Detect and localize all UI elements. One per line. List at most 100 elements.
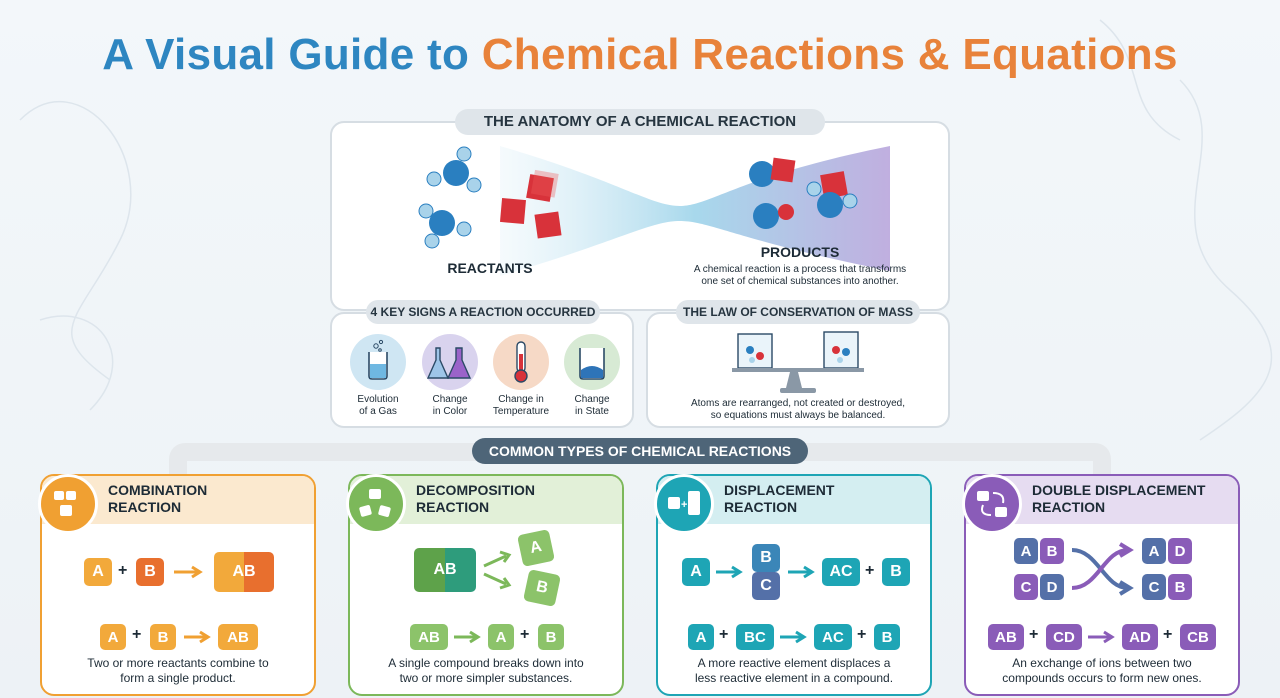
types-header: COMMON TYPES OF CHEMICAL REACTIONS: [472, 438, 808, 464]
combination-ab-box: AB: [214, 552, 274, 592]
dd-a-box: A: [1014, 538, 1038, 564]
double-displacement-icon: [962, 474, 1022, 534]
sign-gas-line2: of a Gas: [359, 406, 397, 417]
displacement-a-box: A: [682, 558, 710, 586]
decomposition-b-box: B: [523, 569, 561, 607]
bubbling-beaker-icon: [368, 339, 388, 380]
combination-arrow: [174, 565, 203, 579]
displacement-eq2-bc: BC: [736, 624, 774, 650]
decomposition-eq2-plus: +: [520, 626, 530, 643]
combination-eq2-plus: +: [132, 626, 142, 643]
products-label: PRODUCTS: [760, 244, 840, 260]
balance-scale-icon: [732, 331, 864, 393]
sign-color-circle: [422, 334, 478, 390]
displacement-eq2-plus: +: [719, 626, 729, 643]
dd-eq2-ad: AD: [1122, 624, 1158, 650]
sign-state-line1: Change: [574, 394, 610, 405]
dd-eq2-plus: +: [1029, 626, 1039, 643]
product-molecules: [749, 157, 858, 229]
displacement-b-box: B: [752, 544, 780, 572]
conservation-line1: Atoms are rearranged, not created or des…: [690, 398, 905, 409]
sign-temperature-line1: Change in: [498, 394, 544, 405]
displacement-desc-line2: less reactive element in a compound.: [694, 671, 894, 685]
sign-temperature-line2: Temperature: [492, 406, 550, 417]
displacement-ac-box: AC: [822, 558, 860, 586]
decomposition-a-box: A: [517, 529, 555, 567]
signs-header: 4 KEY SIGNS A REACTION OCCURRED: [366, 300, 600, 324]
dd-c-box: C: [1014, 574, 1038, 600]
dd-desc-line1: An exchange of ions between two: [1012, 656, 1192, 670]
displacement-eq2-a: A: [688, 624, 714, 650]
reaction-definition-line2: one set of chemical substances into anot…: [701, 276, 899, 287]
decomposition-desc-line2: two or more simpler substances.: [399, 671, 573, 685]
thermometer-icon: [514, 341, 528, 383]
sign-color-line1: Change: [432, 394, 468, 405]
combination-eq2-a: A: [100, 624, 126, 650]
decomposition-title-line1: DECOMPOSITION: [416, 482, 536, 498]
dd-eq2-arrow: [1088, 630, 1115, 644]
decomposition-arrows: [483, 550, 512, 590]
reactants-label: REACTANTS: [447, 260, 533, 276]
combination-b-box: B: [136, 558, 164, 586]
sign-state-line2: in State: [575, 406, 609, 417]
displacement-c-box: C: [752, 572, 780, 600]
decomposition-eq2-b: B: [538, 624, 564, 650]
dd-b-box: B: [1040, 538, 1064, 564]
dd-desc-line2: compounds occurs to form new ones.: [1002, 671, 1202, 685]
sign-gas-line1: Evolution: [357, 394, 399, 405]
decomposition-ab-box: AB: [414, 548, 476, 592]
double-displacement-title-line2: REACTION: [1032, 499, 1106, 515]
reaction-flow-illustration: [418, 146, 890, 276]
dd-b2-box: B: [1168, 574, 1192, 600]
title-part-orange: Chemical Reactions & Equations: [481, 30, 1178, 79]
dd-eq2-cb: CB: [1180, 624, 1216, 650]
displacement-eq2-arrow: [780, 630, 807, 644]
dd-c2-box: C: [1142, 574, 1166, 600]
dd-cross-arrows: [1071, 542, 1134, 596]
combination-title-line1: COMBINATION: [108, 482, 208, 498]
colored-flasks-icon: [426, 347, 472, 379]
displacement-eq2-plus2: +: [857, 626, 867, 643]
page-title: A Visual Guide to Chemical Reactions & E…: [0, 30, 1280, 80]
displacement-title-line1: DISPLACEMENT: [724, 482, 835, 498]
decomposition-eq2-a: A: [488, 624, 514, 650]
displacement-title-line2: REACTION: [724, 499, 798, 515]
displacement-icon: +: [654, 474, 714, 534]
combination-desc-line1: Two or more reactants combine to: [87, 656, 269, 670]
decomposition-eq2-ab: AB: [410, 624, 448, 650]
svg-text:+: +: [681, 499, 687, 511]
dd-a2-box: A: [1142, 538, 1166, 564]
displacement-arrow1: [716, 565, 743, 579]
combination-eq2-ab: AB: [218, 624, 258, 650]
combination-desc-line2: form a single product.: [120, 671, 236, 685]
dd-d-box: D: [1040, 574, 1064, 600]
decomposition-desc-line1: A single compound breaks down into: [388, 656, 584, 670]
dd-eq2-cd: CD: [1046, 624, 1082, 650]
decomposition-icon: [346, 474, 406, 534]
combination-title-line2: REACTION: [108, 499, 182, 515]
displacement-eq2-b: B: [874, 624, 900, 650]
combination-icon: [38, 474, 98, 534]
reaction-definition-line1: A chemical reaction is a process that tr…: [693, 264, 907, 275]
sign-color-line2: in Color: [432, 406, 468, 417]
dd-eq2-ab: AB: [988, 624, 1024, 650]
anatomy-header: THE ANATOMY OF A CHEMICAL REACTION: [455, 109, 825, 135]
displacement-desc-line1: A more reactive element displaces a: [697, 656, 891, 670]
combination-eq2-arrow: [184, 630, 211, 644]
combination-a-box: A: [84, 558, 112, 586]
decomposition-eq2-arrow: [454, 630, 481, 644]
double-displacement-title-line1: DOUBLE DISPLACEMENT: [1032, 482, 1206, 498]
combination-eq2-b: B: [150, 624, 176, 650]
